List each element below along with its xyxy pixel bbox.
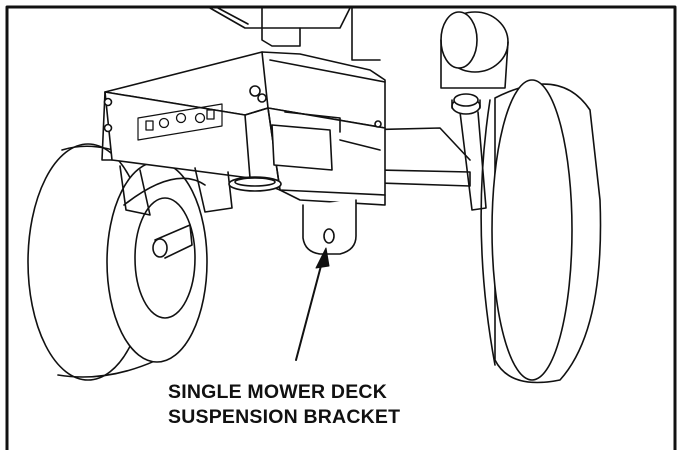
background-cylinder bbox=[440, 11, 509, 89]
callout-line-1: SINGLE MOWER DECK bbox=[168, 381, 387, 403]
figure-border bbox=[5, 5, 677, 450]
chassis-box bbox=[101, 51, 386, 216]
leader-arrow bbox=[295, 247, 330, 361]
steering-arm bbox=[451, 93, 487, 211]
suspension-bracket bbox=[302, 199, 357, 255]
bracket-callout-label: SINGLE MOWER DECK SUSPENSION BRACKET bbox=[168, 380, 508, 430]
left-wheel bbox=[27, 143, 208, 381]
callout-line-2: SUSPENSION BRACKET bbox=[168, 406, 401, 428]
upper-frame bbox=[209, 7, 381, 61]
right-wheel bbox=[480, 79, 602, 384]
